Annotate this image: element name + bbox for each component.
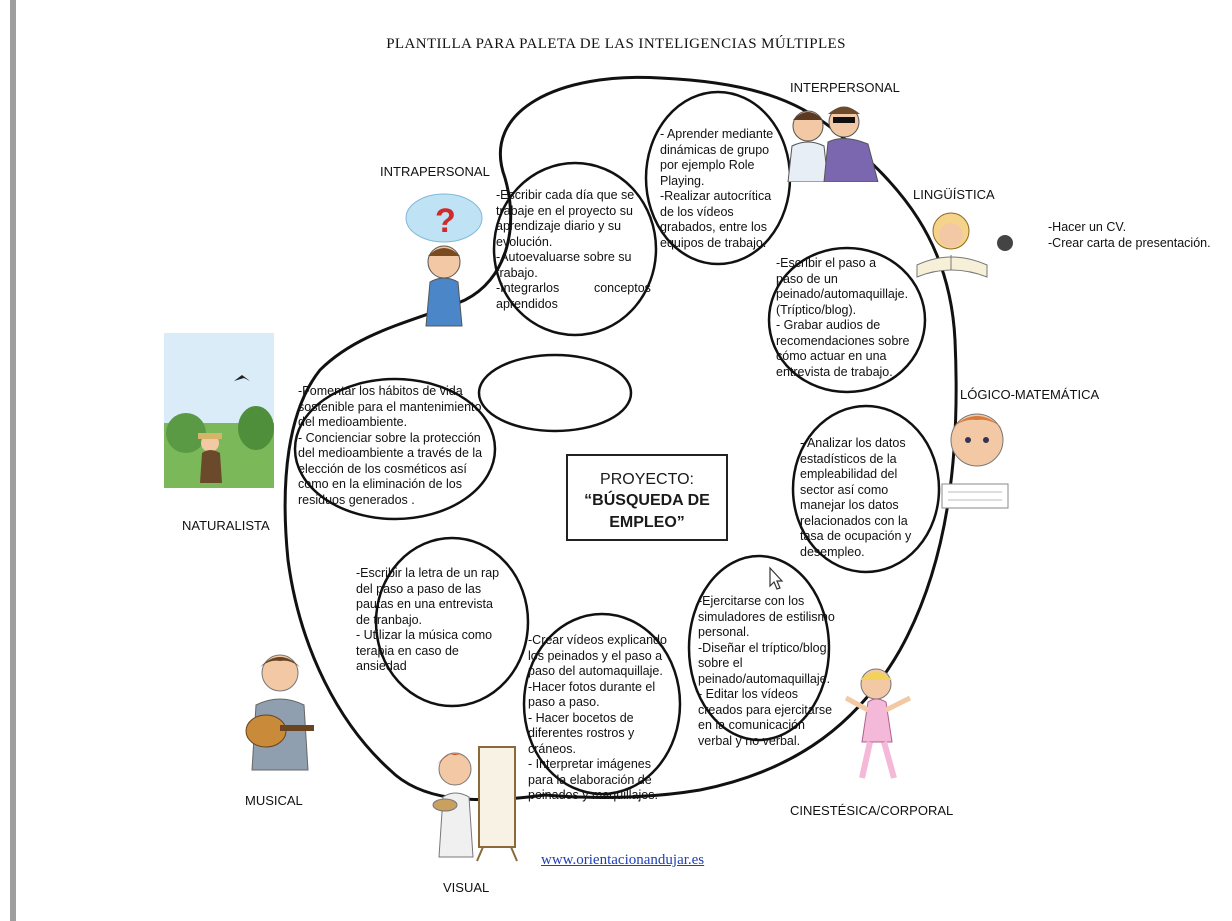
oval-logico [791,404,941,574]
oval-musical [374,536,530,708]
logico-illustration [941,413,1009,509]
note-linguistica-extra: -Hacer un CV.-Crear carta de presentació… [1048,220,1211,250]
intrapersonal-illustration: ? [405,193,483,327]
oval-linguistica [767,246,927,394]
oval-intrapersonal [492,161,658,337]
project-title-line1: “BÚSQUEDA DE [584,492,710,509]
project-label: PROYECTO: [600,471,694,488]
interpersonal-illustration [787,106,879,182]
project-title-line2: EMPLEO” [609,514,685,531]
label-naturalista: NATURALISTA [182,518,270,533]
mouse-cursor-icon [769,566,784,590]
label-musical: MUSICAL [245,793,303,808]
label-interpersonal: INTERPERSONAL [790,80,900,95]
question-cloud-icon: ? [435,202,456,240]
naturalista-illustration [164,333,274,488]
oval-cinestesica [687,554,831,742]
project-box: PROYECTO: “BÚSQUEDA DE EMPLEO” [566,454,728,541]
oval-visual [522,612,682,796]
oval-naturalista [293,377,497,521]
label-cinestesica-corporal: CINESTÉSICA/CORPORAL [790,803,954,818]
musical-illustration [245,654,314,771]
label-intrapersonal: INTRAPERSONAL [380,164,490,179]
linguistica-illustration [916,212,1013,278]
visual-illustration [432,746,518,862]
label-visual: VISUAL [443,880,490,895]
source-link[interactable]: www.orientacionandujar.es [541,852,705,868]
label-linguistica: LINGÜÍSTICA [913,187,995,202]
left-scrollbar [10,0,16,921]
page-title: PLANTILLA PARA PALETA DE LAS INTELIGENCI… [386,36,846,52]
label-logico-matematica: LÓGICO-MATEMÁTICA [960,387,1100,402]
oval-thumb-hole [477,353,633,433]
cinestesica-illustration [844,668,912,779]
